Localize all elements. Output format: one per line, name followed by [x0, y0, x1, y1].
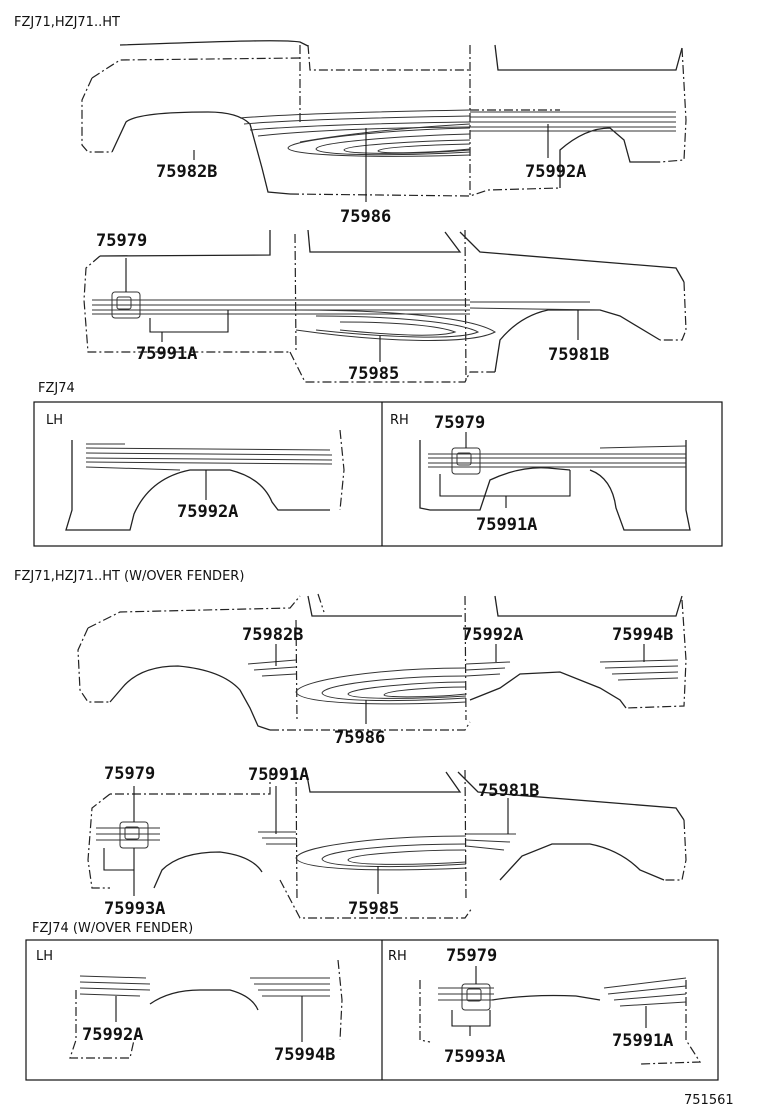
fzj74-of-rh-panel: 75979 75993A 75991A [419, 946, 702, 1067]
part-label-75982b-of: 75982B [242, 625, 303, 645]
vehicle-3-rh-body [87, 769, 687, 919]
part-label-75994b-of: 75994B [612, 625, 673, 645]
part-label-75992a-of: 75992A [462, 625, 523, 645]
stripe-set-1-front [239, 109, 471, 137]
rh-tag-of: RH [388, 949, 407, 964]
part-label-75992a: 75992A [525, 162, 586, 182]
rh-tag: RH [390, 413, 409, 428]
part-label-75985-of: 75985 [348, 899, 399, 919]
part-label-75986-of: 75986 [334, 728, 385, 748]
part-label-75979-of: 75979 [104, 764, 155, 784]
fzj74-of-lh-panel: 75992A 75994B [69, 959, 343, 1065]
part-label-75979: 75979 [96, 231, 147, 251]
part-label-75986: 75986 [340, 207, 391, 227]
vehicle-1-lh-body [81, 40, 687, 197]
emblem-75979-5 [119, 821, 149, 849]
emblem-75979-3 [451, 447, 481, 475]
part-label-75979-of-rh: 75979 [446, 946, 497, 966]
part-label-75991a-of: 75991A [248, 765, 309, 785]
vehicle-3-lh-body [77, 593, 687, 731]
part-label-75992a-of-lh: 75992A [82, 1025, 143, 1045]
leader-75991a-2 [149, 310, 229, 333]
section-title-over-fender: FZJ71,HZJ71..HT (W/OVER FENDER) [14, 569, 244, 584]
fzj74-over-fender-frame [25, 939, 719, 1081]
part-label-75993a-of-rh: 75993A [444, 1047, 505, 1067]
lh-tag: LH [46, 413, 63, 428]
part-label-75981b: 75981B [548, 345, 609, 365]
over-fender-stripes-3 [247, 659, 679, 681]
stripe-set-1-rear [470, 111, 676, 132]
section-title-fzj71-ht: FZJ71,HZJ71..HT [14, 15, 120, 30]
part-label-75992a-lh: 75992A [177, 502, 238, 522]
part-label-75979-rh: 75979 [434, 413, 485, 433]
stripe-set-2 [92, 291, 601, 319]
fzj74-rh-panel: 75979 75991A [419, 413, 691, 535]
figure-number: 751561 [684, 1093, 734, 1108]
swoosh-decal-2 [295, 309, 497, 341]
fzj74-frame [33, 401, 723, 547]
part-label-75981b-of: 75981B [478, 781, 539, 801]
lh-tag-of: LH [36, 949, 53, 964]
part-label-75982b: 75982B [156, 162, 217, 182]
leader-75993a-5 [103, 848, 135, 896]
part-label-75994b-of-lh: 75994B [274, 1045, 335, 1065]
part-label-75993a-of: 75993A [104, 899, 165, 919]
section-title-fzj74: FZJ74 [38, 381, 75, 396]
swoosh-decal-1 [287, 123, 471, 157]
fzj74-lh-panel: 75992A [65, 429, 345, 531]
vehicle-1-rh-body [83, 229, 687, 383]
part-label-75991a: 75991A [136, 344, 197, 364]
section-title-fzj74-over-fender: FZJ74 (W/OVER FENDER) [32, 921, 193, 936]
part-label-75991a-rh: 75991A [476, 515, 537, 535]
part-label-75985: 75985 [348, 364, 399, 384]
swoosh-decal-5 [295, 835, 467, 871]
part-label-75991a-of-rh: 75991A [612, 1031, 673, 1051]
swoosh-decal-3 [295, 667, 467, 705]
